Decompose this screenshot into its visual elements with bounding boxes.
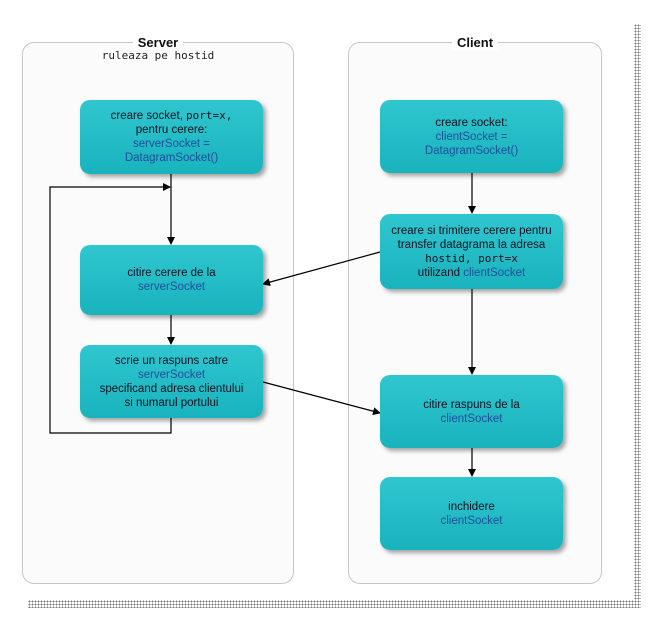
client-create-socket-box: creare socket: clientSocket = DatagramSo… (380, 100, 563, 173)
client-close-socket-box: inchidere clientSocket (380, 477, 563, 550)
client-send-request-box: creare si trimitere cerere pentru transf… (380, 214, 563, 289)
server-read-request-box: citire cerere de la serverSocket (80, 245, 263, 315)
server-write-reply-box: scrie un raspuns catre serverSocket spec… (80, 345, 263, 418)
arrow-request-to-server (262, 251, 381, 287)
client-lane-title: Client (349, 35, 601, 50)
frame-shadow-bottom (28, 600, 641, 608)
client-read-reply-box: citire raspuns de la clientSocket (380, 375, 563, 448)
arrow-server-loop (49, 183, 172, 434)
server-create-socket-box: creare socket, port=x, pentru cerere: se… (80, 100, 263, 174)
frame-shadow-right (634, 24, 641, 608)
server-lane-title: Server (23, 35, 293, 50)
arrow-reply-to-client (262, 381, 381, 416)
server-lane-subtitle: ruleaza pe hostid (101, 49, 215, 62)
